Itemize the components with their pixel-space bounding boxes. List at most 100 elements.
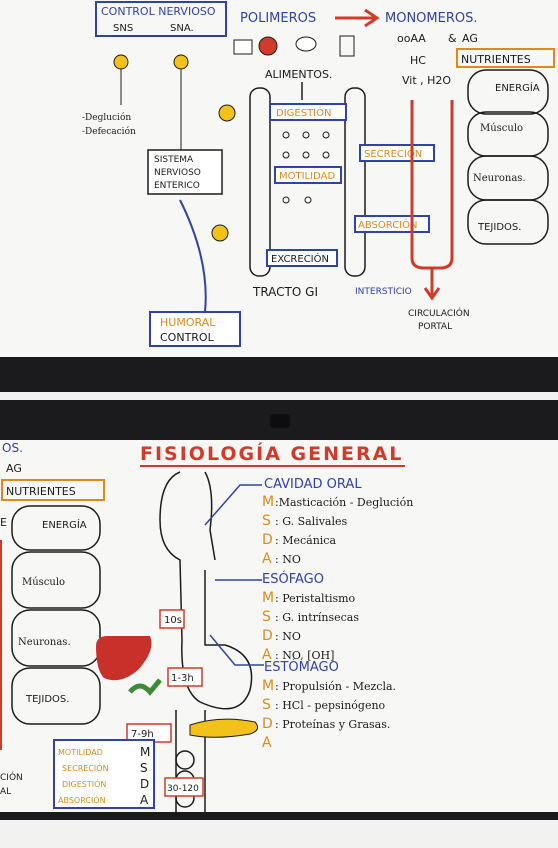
neuron-icon xyxy=(173,54,189,150)
section-text: : NO xyxy=(275,630,301,643)
snentérico-box xyxy=(147,149,223,195)
edge-text: AL xyxy=(0,787,11,797)
page-title: FISIOLOGÍA GENERAL xyxy=(140,442,403,465)
legend-letter: S xyxy=(140,761,148,775)
legend-letter: D xyxy=(140,777,149,791)
molecule-icons xyxy=(282,131,330,204)
top-screen: CONTROL NERVIOSO SNS SNA. -Deglución -De… xyxy=(0,0,558,357)
humoral-label: CONTROL xyxy=(160,331,215,344)
time-label: 10s xyxy=(164,615,182,626)
target-label: Músculo xyxy=(480,123,523,134)
circulacion-label: CIRCULACIÓN xyxy=(408,307,470,319)
excrecion-box xyxy=(266,249,338,267)
section-letter: M xyxy=(262,678,274,694)
gi-tract-wall xyxy=(249,87,366,277)
section-text: : G. Salivales xyxy=(275,515,348,528)
arrow-right-icon xyxy=(335,8,380,28)
vit-label: Vit , H2O xyxy=(402,74,451,87)
snentérico-label: ENTERICO xyxy=(154,181,200,191)
section-esofago: ESÓFAGO M : Peristaltismo S : G. intríns… xyxy=(262,571,359,663)
sna-label: SNA. xyxy=(170,23,194,34)
edge-text: CIÓN xyxy=(0,771,23,783)
edge-nutrientes: NUTRIENTES xyxy=(6,485,76,498)
legend-label: ABSORCIÓN xyxy=(58,794,106,805)
edge-text: E xyxy=(0,516,7,529)
food-icons xyxy=(233,35,355,57)
bottom-diagram: OS. AG NUTRIENTES E ENERGÍA Músculo Neur… xyxy=(0,441,413,812)
section-cavidad-oral: CAVIDAD ORAL M :Masticación - Deglución … xyxy=(262,477,413,567)
ag-label: AG xyxy=(462,32,478,45)
pointer-lines xyxy=(204,484,264,666)
reflex-item: -Deglución xyxy=(82,112,131,123)
section-letter: S xyxy=(262,697,271,713)
section-estomago: ESTÓMAGO M : Propulsión - Mezcla. S : HC… xyxy=(262,659,396,751)
section-letter: A xyxy=(262,735,272,751)
neuron-icon xyxy=(211,104,236,242)
humoral-box xyxy=(149,311,241,347)
section-title: ESTÓMAGO xyxy=(264,659,339,675)
section-letter: D xyxy=(262,716,273,732)
control-title: CONTROL NERVIOSO xyxy=(101,5,216,18)
polimeros-label: POLIMEROS xyxy=(240,11,316,26)
gallbladder-icon xyxy=(128,678,162,696)
digestion-label: DIGESTIÓN xyxy=(276,106,331,119)
section-text: : HCl - pepsinógeno xyxy=(275,699,386,712)
section-text: : Propulsión - Mezcla. xyxy=(275,680,396,693)
legend-label: SECRECIÓN xyxy=(62,762,109,773)
section-letter: M xyxy=(262,494,274,510)
secrecion-box xyxy=(359,144,435,162)
target-label: TEJIDOS. xyxy=(477,222,521,233)
nutrientes-label: NUTRIENTES xyxy=(461,53,531,66)
section-text: : Mecánica xyxy=(275,534,336,547)
edge-text: AG xyxy=(6,462,22,475)
snentérico-label: NERVIOSO xyxy=(154,168,201,178)
reflex-item: -Defecación xyxy=(82,126,136,137)
target-label: Neuronas. xyxy=(473,173,526,184)
edge-target-label: ENERGÍA xyxy=(42,518,87,531)
section-title: ESÓFAGO xyxy=(262,571,324,587)
tracto-label: TRACTO GI xyxy=(252,285,318,299)
bottom-screen: OS. AG NUTRIENTES E ENERGÍA Músculo Neur… xyxy=(0,440,558,812)
section-letter: D xyxy=(262,628,273,644)
time-boxes xyxy=(126,609,204,797)
section-text: : Peristaltismo xyxy=(275,592,356,605)
section-text: : NO xyxy=(275,553,301,566)
blood-vessel xyxy=(410,100,454,301)
time-label: 1-3h xyxy=(171,673,194,684)
humoral-label: HUMORAL xyxy=(160,316,216,329)
excrecion-label: EXCRECIÓN xyxy=(271,252,329,265)
amp-label: & xyxy=(448,32,457,45)
legend-label: MOTILIDAD xyxy=(58,748,103,757)
legend-letter: M xyxy=(140,745,150,759)
section-title: CAVIDAD ORAL xyxy=(264,477,362,492)
legend: MOTILIDAD M SECRECIÓN S DIGESTIÓN D ABSO… xyxy=(58,745,150,807)
edge-target-cells xyxy=(11,505,101,725)
nutrientes-box xyxy=(456,48,555,68)
section-letter: S xyxy=(262,609,271,625)
top-photo: CONTROL NERVIOSO SNS SNA. -Deglución -De… xyxy=(0,0,558,392)
pancreas-icon xyxy=(189,718,259,738)
legend-label: DIGESTIÓN xyxy=(62,778,106,789)
target-label: ENERGÍA xyxy=(495,81,540,94)
edge-target-label: Neuronas. xyxy=(18,637,71,648)
absorcion-label: ABSORCIÓN xyxy=(358,218,417,231)
section-letter: M xyxy=(262,590,274,606)
intersticio-label: INTERSTICIO xyxy=(355,287,412,297)
time-label: 7-9h xyxy=(131,729,154,740)
section-letter: A xyxy=(262,551,272,567)
section-text: : G. intrínsecas xyxy=(275,611,359,624)
legend-box xyxy=(53,739,155,809)
section-text: :Masticación - Deglución xyxy=(275,496,413,509)
neuron-icon xyxy=(113,54,129,105)
edge-target-label: Músculo xyxy=(22,577,65,588)
motilidad-box xyxy=(274,166,342,184)
edge-text: OS. xyxy=(2,441,23,455)
aa-label: ooAA xyxy=(397,32,426,45)
legend-letter: A xyxy=(140,793,149,807)
webcam-icon xyxy=(270,414,290,428)
time-label: 30-120 xyxy=(167,784,199,794)
section-text: : Proteínas y Grasas. xyxy=(275,718,390,731)
bottom-photo: OS. AG NUTRIENTES E ENERGÍA Músculo Neur… xyxy=(0,400,558,820)
snentérico-label: SISTEMA xyxy=(154,155,194,165)
liver-icon xyxy=(96,636,152,681)
